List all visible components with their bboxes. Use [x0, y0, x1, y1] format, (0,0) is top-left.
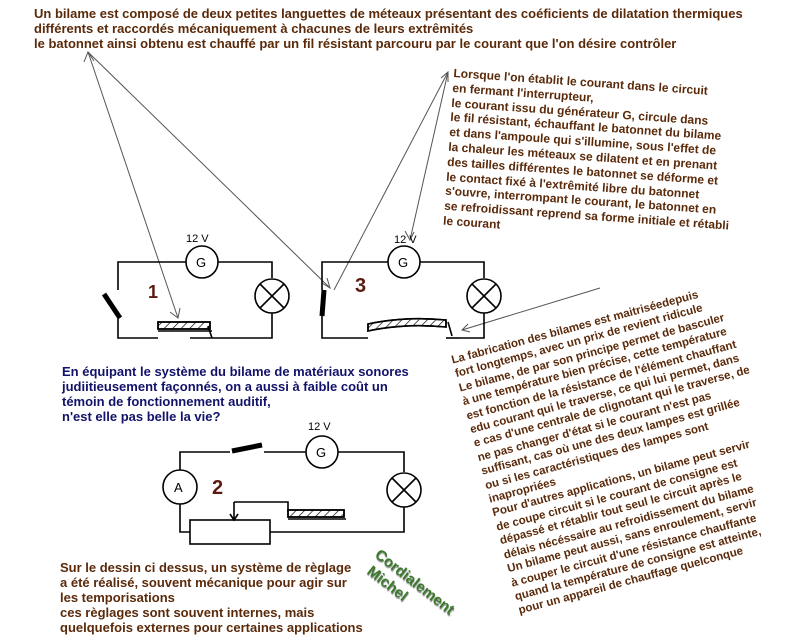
bottom-line-4: ces règlages sont souvent internes, mais — [60, 605, 315, 620]
rheostat — [189, 519, 271, 545]
mid-line-1: En équipant le système du bilame de maté… — [62, 364, 409, 379]
arrow-top-text-to-circuit-3 — [87, 51, 331, 289]
top-line-3: le batonnet ainsi obtenu est chauffé par… — [34, 36, 677, 51]
generator-label-2: G — [316, 445, 326, 460]
circuit-3 — [319, 245, 502, 339]
arrow-top-text-to-circuit-1 — [87, 51, 179, 319]
mid-line-4: n'est elle pas belle la vie? — [62, 409, 221, 424]
circuit-1 — [101, 245, 290, 339]
voltage-label-2: 12 V — [308, 421, 331, 433]
switch-symbol — [319, 289, 327, 317]
arrow-right-text-to-circuit-3 — [333, 71, 449, 291]
voltage-label-1: 12 V — [186, 233, 209, 245]
bottom-line-3: les temporisations — [60, 590, 175, 605]
generator-symbol — [185, 245, 219, 279]
mid-line-2: judiitieusement façonnés, on a aussi à f… — [62, 379, 388, 394]
bottom-line-1: Sur le dessin ci dessus, un système de r… — [60, 560, 352, 575]
switch-symbol — [101, 292, 123, 320]
circuit-number-2: 2 — [212, 477, 223, 499]
arrow-right-text-to-coil — [409, 71, 449, 241]
generator-symbol — [387, 245, 421, 279]
top-line-2: différents et raccordés mécaniquement à … — [34, 21, 474, 36]
top-description: Un bilame est composé de deux petites la… — [34, 6, 743, 51]
ammeter-label: A — [174, 480, 183, 495]
generator-label-1: G — [196, 255, 206, 270]
bottom-left-note: Sur le dessin ci dessus, un système de r… — [60, 560, 363, 635]
generator-label-3: G — [398, 255, 408, 270]
circuit-number-3: 3 — [355, 275, 366, 297]
right-explanation-1: Lorsque l'on établit le courant dans le … — [443, 66, 739, 248]
bottom-line-5: quelquefois externes pour certaines appl… — [60, 620, 363, 635]
leader-arrows — [83, 50, 601, 333]
top-line-1: Un bilame est composé de deux petites la… — [34, 6, 743, 21]
arrow-lower-head — [461, 323, 471, 333]
bottom-line-2: a été réalisé, souvent mécanique pour ag… — [60, 575, 347, 590]
arrow-coil-head — [404, 230, 415, 242]
mid-line-3: témoin de fonctionnement auditif, — [62, 394, 271, 409]
arrow-circuit-1-head — [169, 307, 181, 319]
switch-symbol — [231, 442, 263, 454]
arrow-lower-text-to-circuit-3 — [461, 287, 601, 331]
circuit-2 — [162, 435, 422, 545]
middle-left-note: En équipant le système du bilame de maté… — [62, 364, 409, 424]
voltage-label-3: 12 V — [394, 234, 417, 246]
circuit-number-1: 1 — [148, 282, 158, 302]
arrow-circuit-3-head — [321, 277, 331, 290]
